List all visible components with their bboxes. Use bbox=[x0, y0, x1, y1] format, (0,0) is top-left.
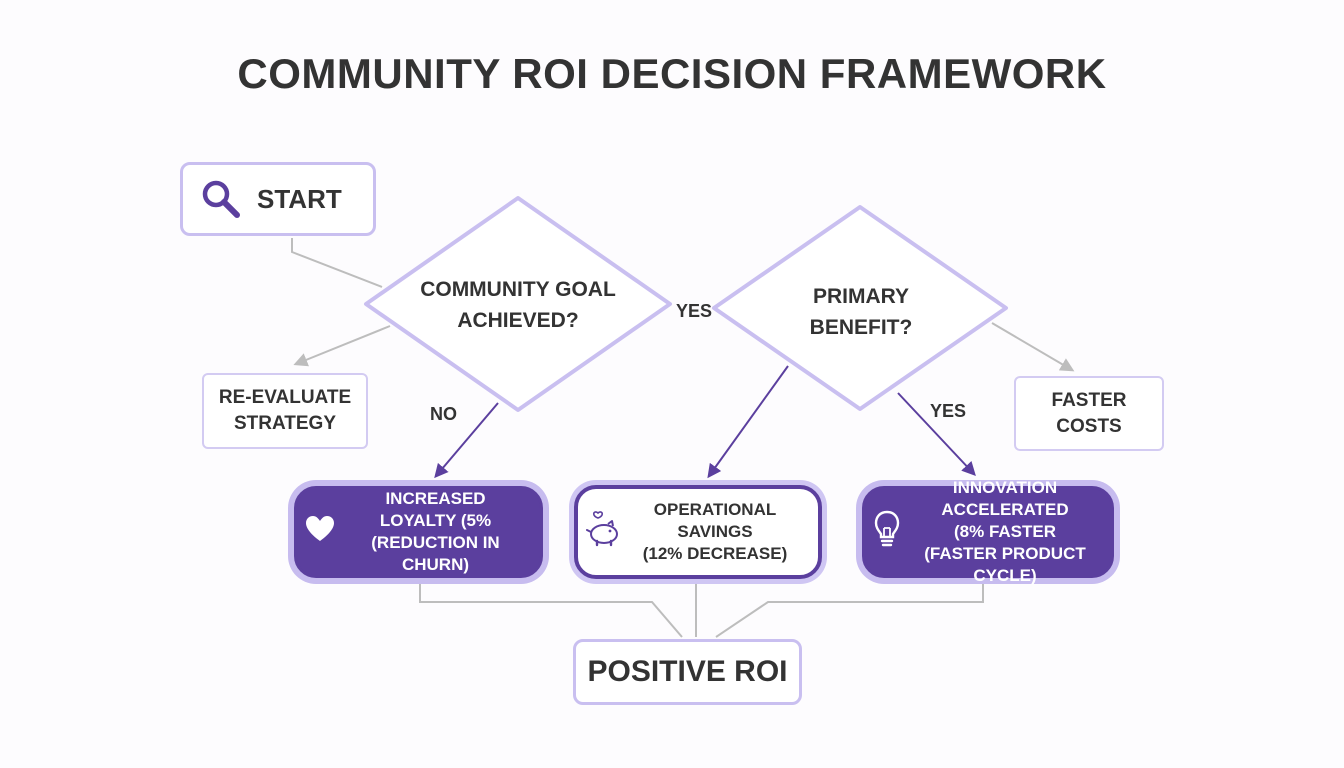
connector-loyalty-to-roi bbox=[419, 584, 683, 638]
arrow-benefit-to-innovation bbox=[897, 392, 976, 477]
benefit-decision-diamond bbox=[712, 205, 1008, 411]
innovation-accelerated-node[interactable]: INNOVATION ACCELERATED (8% FASTER (FASTE… bbox=[862, 478, 1114, 585]
innovation-line3: (FASTER PRODUCT CYCLE) bbox=[924, 544, 1086, 585]
arrow-benefit-to-faster-costs bbox=[991, 322, 1075, 372]
reevaluate-line2: STRATEGY bbox=[233, 413, 337, 434]
increased-loyalty-node[interactable]: INCREASED LOYALTY (5% (REDUCTION IN CHUR… bbox=[294, 486, 543, 578]
benefit-decision-line1: PRIMARY bbox=[812, 285, 910, 308]
connector-innovation-to-roi bbox=[715, 584, 984, 638]
operational-savings-node[interactable]: OPERATIONAL SAVINGS (12% DECREASE) bbox=[574, 485, 822, 579]
magnifier-icon bbox=[199, 177, 243, 221]
loyalty-line2: LOYALTY (5% bbox=[379, 511, 492, 530]
start-label: START bbox=[257, 183, 342, 214]
arrow-goal-to-reevaluate bbox=[293, 325, 391, 367]
arrow-benefit-to-savings bbox=[707, 365, 789, 479]
connector-start-to-goal bbox=[291, 238, 383, 288]
faster-costs-line1: FASTER bbox=[1051, 389, 1127, 411]
benefit-decision-label: PRIMARY BENEFIT? bbox=[756, 281, 966, 343]
innovation-line1: INNOVATION ACCELERATED bbox=[941, 478, 1069, 519]
benefit-decision-line2: BENEFIT? bbox=[809, 316, 913, 339]
positive-roi-node[interactable]: POSITIVE ROI bbox=[573, 639, 802, 705]
edge-label-yes-top: YES bbox=[676, 301, 713, 321]
edge-label-no: NO bbox=[430, 404, 457, 424]
reevaluate-strategy-node[interactable]: RE-EVALUATE STRATEGY bbox=[202, 373, 368, 449]
goal-decision-label: COMMUNITY GOAL ACHIEVED? bbox=[400, 274, 636, 336]
savings-line1: OPERATIONAL SAVINGS bbox=[653, 500, 777, 541]
page-title: COMMUNITY ROI DECISION FRAMEWORK bbox=[237, 50, 1107, 97]
loyalty-line3: (REDUCTION IN CHURN) bbox=[371, 533, 500, 574]
goal-decision-line1: COMMUNITY GOAL bbox=[420, 278, 616, 301]
start-node[interactable]: START bbox=[180, 162, 376, 236]
loyalty-line1: INCREASED bbox=[385, 489, 486, 508]
piggy-bank-icon bbox=[586, 510, 622, 554]
arrow-goal-to-loyalty bbox=[434, 402, 499, 479]
goal-decision-diamond bbox=[364, 196, 672, 412]
faster-costs-line2: COSTS bbox=[1056, 415, 1122, 437]
savings-line2: (12% DECREASE) bbox=[642, 544, 788, 563]
heart-icon bbox=[305, 515, 335, 549]
positive-roi-label: POSITIVE ROI bbox=[587, 655, 788, 688]
innovation-line2: (8% FASTER bbox=[953, 522, 1057, 541]
faster-costs-node[interactable]: FASTER COSTS bbox=[1014, 376, 1164, 451]
lightbulb-icon bbox=[873, 510, 901, 554]
goal-decision-line2: ACHIEVED? bbox=[457, 309, 579, 332]
edge-label-yes-right: YES bbox=[930, 401, 967, 421]
reevaluate-line1: RE-EVALUATE bbox=[218, 387, 352, 408]
